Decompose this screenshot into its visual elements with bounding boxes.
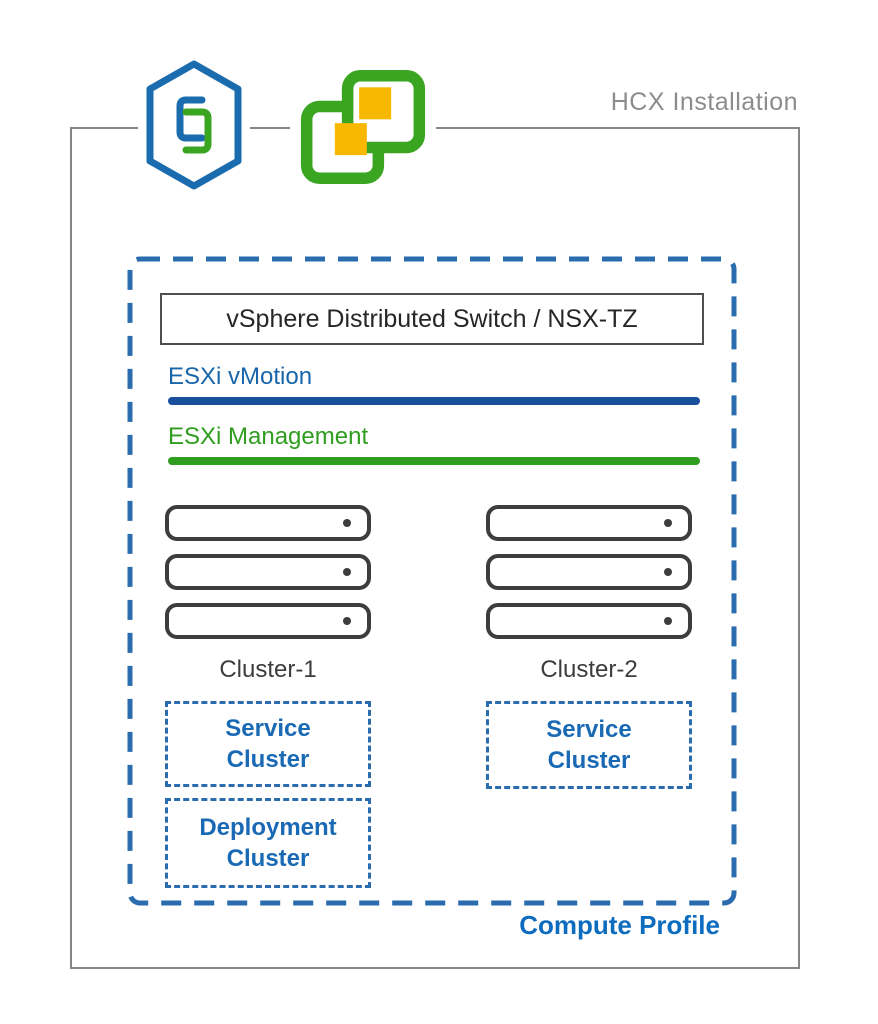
host-row: [165, 505, 371, 541]
compute-profile-label: Compute Profile: [519, 910, 720, 940]
service-cluster-box: Service Cluster: [165, 701, 371, 787]
hcx-logo-icon: [138, 54, 250, 196]
management-network-line: [168, 457, 700, 465]
vsphere-logo-svg: [300, 70, 426, 184]
hcx-logo-svg: [146, 60, 242, 190]
host-led-dot: [664, 617, 672, 625]
host-led-dot: [343, 617, 351, 625]
vmotion-network-line: [168, 397, 700, 405]
cluster-1-group: Cluster-1 Service Cluster Deployment Clu…: [165, 505, 371, 888]
deployment-cluster-label: Deployment Cluster: [199, 813, 337, 872]
host-row: [486, 554, 692, 590]
management-network-label: ESXi Management: [168, 423, 369, 450]
hcx-installation-title: HCX Installation: [610, 88, 798, 116]
service-cluster-box: Service Cluster: [486, 701, 692, 789]
host-row: [486, 603, 692, 639]
host-led-dot: [343, 568, 351, 576]
vmotion-network-label: ESXi vMotion: [168, 363, 313, 390]
host-led-dot: [343, 519, 351, 527]
compute-profile-boundary: [127, 256, 737, 906]
host-row: [165, 603, 371, 639]
vsphere-logo-icon: [290, 56, 436, 198]
service-cluster-label: Service Cluster: [225, 714, 311, 773]
cluster-1-name: Cluster-1: [219, 656, 317, 683]
host-row: [165, 554, 371, 590]
host-led-dot: [664, 568, 672, 576]
distributed-switch-box: vSphere Distributed Switch / NSX-TZ: [160, 293, 704, 345]
cluster-2-name: Cluster-2: [540, 656, 638, 683]
host-led-dot: [664, 519, 672, 527]
cluster-2-group: Cluster-2 Service Cluster: [486, 505, 692, 789]
service-cluster-label: Service Cluster: [546, 715, 632, 774]
host-row: [486, 505, 692, 541]
distributed-switch-label: vSphere Distributed Switch / NSX-TZ: [226, 304, 638, 333]
deployment-cluster-box: Deployment Cluster: [165, 798, 371, 888]
